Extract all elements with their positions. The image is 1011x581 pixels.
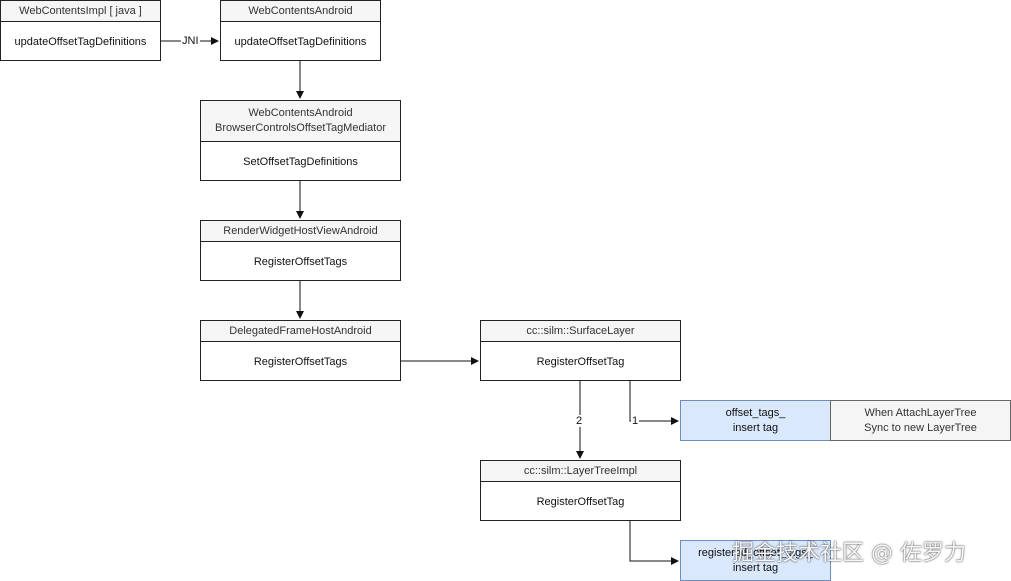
- node-webcontentsandroid: WebContentsAndroid updateOffsetTagDefini…: [220, 0, 381, 61]
- node-delegatedframehostandroid: DelegatedFrameHostAndroid RegisterOffset…: [200, 320, 401, 381]
- node-header: DelegatedFrameHostAndroid: [201, 321, 400, 342]
- node-header: cc::silm::SurfaceLayer: [481, 321, 680, 342]
- node-method: RegisterOffsetTags: [253, 355, 348, 368]
- edge-label-2: 2: [575, 415, 584, 427]
- edge-label-jni: JNI: [181, 35, 200, 47]
- note-offset-tags: offset_tags_ insert tag: [680, 400, 831, 441]
- node-method: updateOffsetTagDefinitions: [14, 35, 147, 48]
- node-header-line2: BrowserControlsOffsetTagMediator: [215, 122, 386, 134]
- edge-layertreeimpl-to-registered: [629, 521, 679, 565]
- node-renderwidgethostviewandroid: RenderWidgetHostViewAndroid RegisterOffs…: [200, 220, 401, 281]
- node-header: WebContentsImpl [ java ]: [1, 1, 160, 22]
- node-method: SetOffsetTagDefinitions: [243, 155, 358, 168]
- node-header: WebContentsAndroid: [221, 1, 380, 22]
- node-webcontentsimpl: WebContentsImpl [ java ] updateOffsetTag…: [0, 0, 161, 61]
- node-method: updateOffsetTagDefinitions: [234, 35, 367, 48]
- note-attach-layer-tree: When AttachLayerTree Sync to new LayerTr…: [830, 400, 1011, 441]
- node-method: RegisterOffsetTag: [536, 495, 625, 508]
- edge-surfacelayer-to-offset-tags: [629, 381, 679, 425]
- note-registered-offset-tags: registered_offset_tags_ insert tag: [680, 540, 831, 581]
- node-header-line1: WebContentsAndroid: [248, 107, 353, 119]
- node-header: RenderWidgetHostViewAndroid: [201, 221, 400, 242]
- node-surfacelayer: cc::silm::SurfaceLayer RegisterOffsetTag: [480, 320, 681, 381]
- node-header: cc::silm::LayerTreeImpl: [481, 461, 680, 482]
- node-method: RegisterOffsetTags: [253, 255, 348, 268]
- node-layertreeimpl: cc::silm::LayerTreeImpl RegisterOffsetTa…: [480, 460, 681, 521]
- edge-label-1: 1: [631, 415, 640, 427]
- node-mediator: WebContentsAndroid BrowserControlsOffset…: [200, 100, 401, 181]
- node-header: WebContentsAndroid BrowserControlsOffset…: [201, 101, 400, 142]
- watermark-text: 掘金技术社区 @ 佐罗力: [732, 541, 966, 566]
- node-method: RegisterOffsetTag: [536, 355, 625, 368]
